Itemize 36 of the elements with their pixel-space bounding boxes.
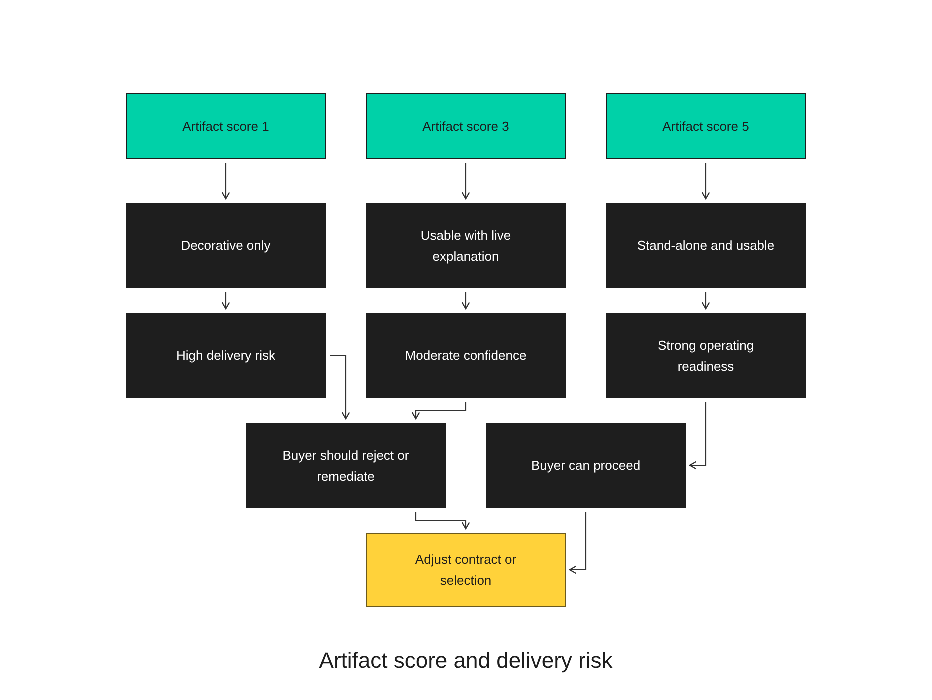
process-box — [366, 203, 566, 288]
process-box — [486, 423, 686, 508]
arrow — [222, 163, 230, 200]
process-box — [126, 313, 326, 398]
arrow — [569, 512, 587, 574]
process-box — [246, 423, 446, 508]
process-box — [126, 203, 326, 288]
arrow — [702, 163, 710, 200]
box-label: Artifact score 3 — [422, 118, 510, 136]
box-label: Decorative only — [181, 237, 271, 255]
box-label: Buyer should reject or remediate — [282, 446, 410, 486]
arrow — [462, 292, 470, 310]
box-label: Artifact score 5 — [662, 118, 750, 136]
box-label: Moderate confidence — [405, 347, 527, 365]
arrow — [415, 512, 470, 530]
arrow — [462, 163, 470, 200]
process-box — [606, 313, 806, 398]
arrow — [702, 292, 710, 310]
box-label: Artifact score 1 — [182, 118, 270, 136]
input-box — [366, 93, 566, 159]
input-box — [126, 93, 326, 159]
box-label: Strong operating readiness — [656, 336, 756, 376]
box-label: Stand-alone and usable — [637, 237, 775, 255]
box-label: High delivery risk — [176, 347, 276, 365]
arrow — [412, 402, 467, 420]
outcome-box — [366, 533, 566, 607]
box-label: Usable with live explanation — [420, 226, 512, 266]
box-label: Buyer can proceed — [531, 457, 641, 475]
process-box — [606, 203, 806, 288]
arrow — [330, 354, 350, 420]
arrow — [222, 292, 230, 310]
process-box — [366, 313, 566, 398]
input-box — [606, 93, 806, 159]
arrow — [689, 402, 707, 470]
box-label: Adjust contract or selection — [414, 551, 518, 590]
caption: Artifact score and delivery risk — [318, 648, 614, 674]
